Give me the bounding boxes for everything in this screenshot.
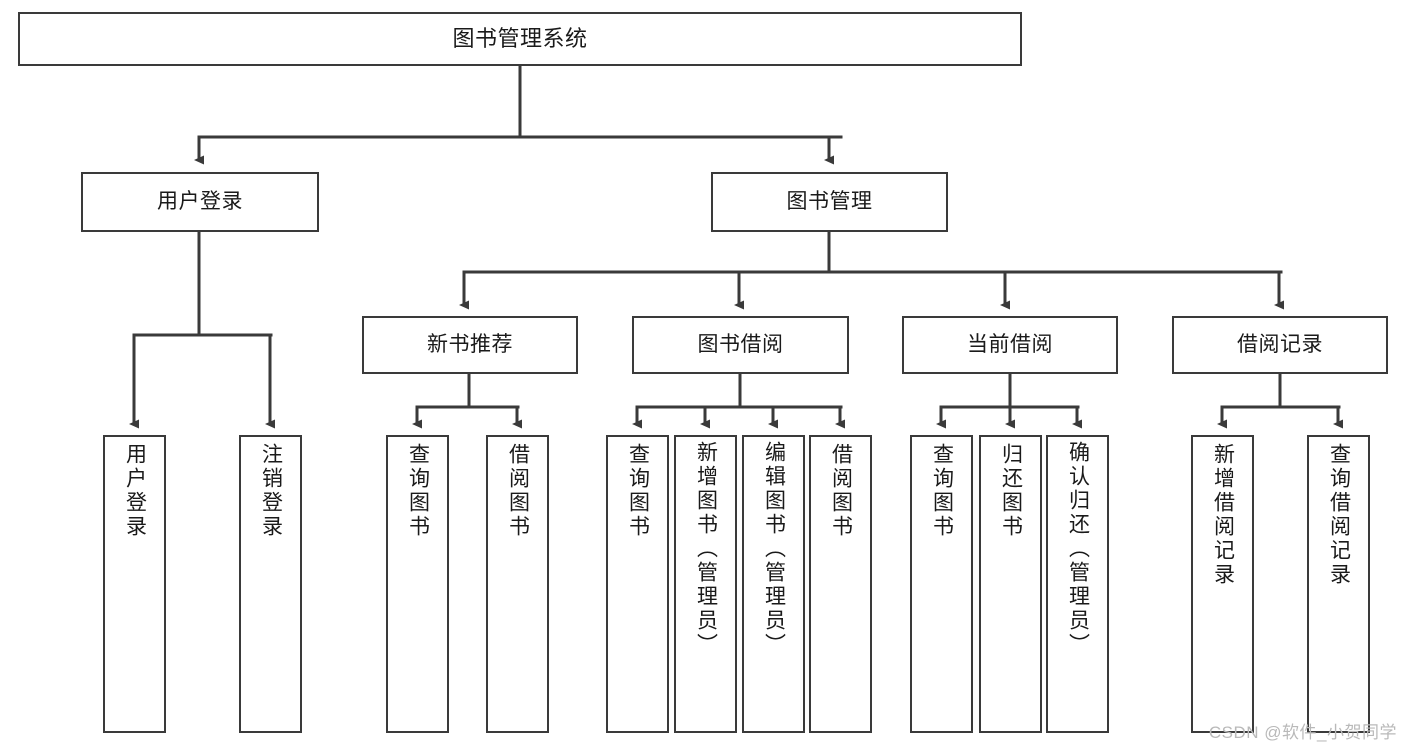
node-current-borrowing[interactable]: 当前借阅 xyxy=(902,316,1118,374)
node-new-book-recommendation[interactable]: 新书推荐 xyxy=(362,316,578,374)
node-label: 图书管理 xyxy=(786,189,873,213)
node-leaf-borrow-book-2[interactable]: 借阅图书 xyxy=(809,435,872,733)
node-leaf-borrow-book-1[interactable]: 借阅图书 xyxy=(486,435,549,733)
node-label: 确认归还（管理员） xyxy=(1066,441,1090,657)
node-label: 注销登录 xyxy=(259,443,283,539)
node-label: 当前借阅 xyxy=(967,332,1053,356)
node-leaf-query-book-2[interactable]: 查询图书 xyxy=(606,435,669,733)
node-book-management[interactable]: 图书管理 xyxy=(711,172,948,232)
node-label: 查询图书 xyxy=(626,443,650,539)
node-label: 新增借阅记录 xyxy=(1211,443,1235,587)
node-leaf-query-borrow-record[interactable]: 查询借阅记录 xyxy=(1307,435,1370,733)
node-leaf-add-borrow-record[interactable]: 新增借阅记录 xyxy=(1191,435,1254,733)
node-label: 查询图书 xyxy=(930,443,954,539)
node-label: 借阅记录 xyxy=(1237,332,1323,356)
node-leaf-return-book[interactable]: 归还图书 xyxy=(979,435,1042,733)
node-label: 借阅图书 xyxy=(506,443,530,539)
watermark-text: CSDN @软件_小贺同学 xyxy=(1208,723,1397,742)
node-label: 用户登录 xyxy=(123,443,147,539)
node-label: 图书管理系统 xyxy=(452,26,588,52)
node-leaf-user-login[interactable]: 用户登录 xyxy=(103,435,166,733)
node-leaf-query-book-3[interactable]: 查询图书 xyxy=(910,435,973,733)
node-leaf-query-book-1[interactable]: 查询图书 xyxy=(386,435,449,733)
node-label: 新书推荐 xyxy=(427,332,513,356)
node-leaf-logout[interactable]: 注销登录 xyxy=(239,435,302,733)
node-label: 用户登录 xyxy=(157,189,243,213)
node-leaf-edit-book-admin[interactable]: 编辑图书（管理员） xyxy=(742,435,805,733)
node-label: 新增图书（管理员） xyxy=(694,441,718,657)
node-root-book-management-system[interactable]: 图书管理系统 xyxy=(18,12,1022,66)
node-label: 查询图书 xyxy=(406,443,430,539)
node-label: 查询借阅记录 xyxy=(1327,443,1351,587)
node-label: 编辑图书（管理员） xyxy=(762,441,786,657)
node-user-login[interactable]: 用户登录 xyxy=(81,172,319,232)
node-leaf-confirm-return-admin[interactable]: 确认归还（管理员） xyxy=(1046,435,1109,733)
node-borrowing-record[interactable]: 借阅记录 xyxy=(1172,316,1388,374)
node-label: 图书借阅 xyxy=(697,332,784,356)
node-label: 借阅图书 xyxy=(829,443,853,539)
node-leaf-add-book-admin[interactable]: 新增图书（管理员） xyxy=(674,435,737,733)
node-book-borrowing[interactable]: 图书借阅 xyxy=(632,316,849,374)
node-label: 归还图书 xyxy=(999,443,1023,539)
